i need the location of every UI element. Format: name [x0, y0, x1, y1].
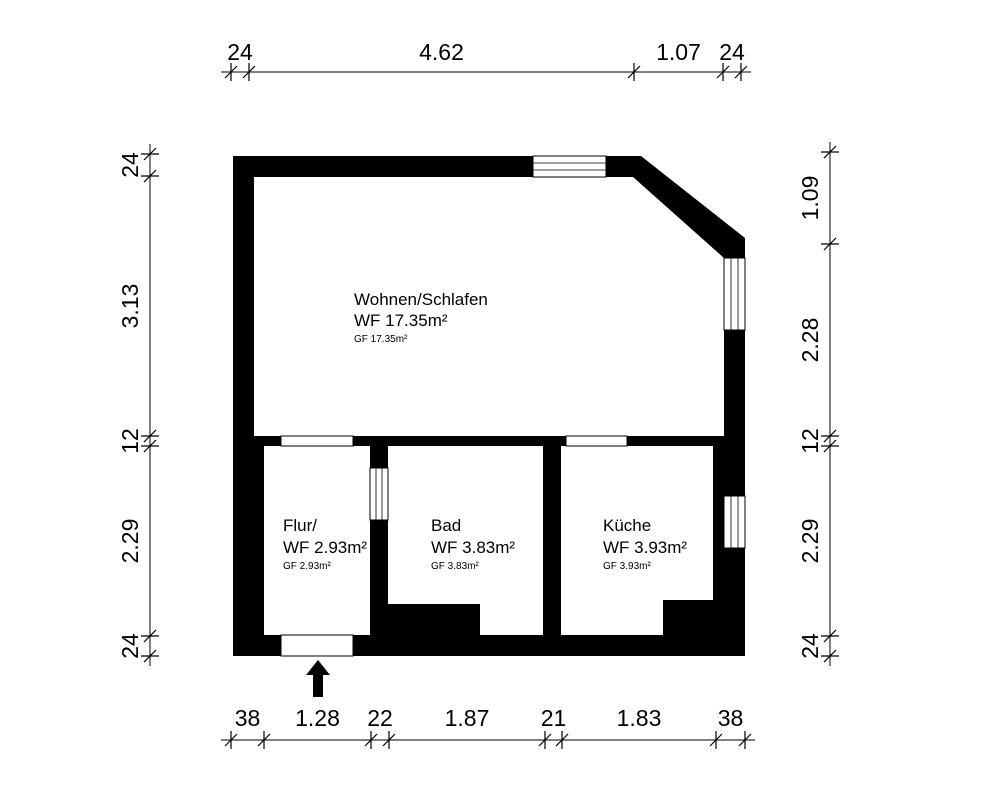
kueche-counter: [663, 600, 723, 636]
windows: [280, 155, 746, 657]
dim-bottom-label-3: 1.87: [445, 705, 490, 731]
dim-right-label-2: 12: [797, 428, 823, 454]
dim-left-label-1: 3.13: [117, 284, 143, 329]
room-bad-name: Bad: [431, 516, 461, 535]
dim-right-label-0: 1.09: [797, 176, 823, 221]
dim-left-label-3: 2.29: [117, 519, 143, 564]
dim-left-label-2: 12: [117, 428, 143, 454]
room-flur: Flur/ WF 2.93m² GF 2.93m²: [283, 516, 367, 572]
dim-right-label-3: 2.29: [797, 519, 823, 564]
room-wohnen-name: Wohnen/Schlafen: [354, 290, 488, 309]
dim-bottom-label-5: 1.83: [617, 705, 662, 731]
room-bad-wf: WF 3.83m²: [431, 538, 515, 557]
room-wohnen-gf: GF 17.35m²: [354, 334, 408, 345]
room-wohnen-wf: WF 17.35m²: [354, 311, 448, 330]
wall-left-lower: [233, 446, 264, 656]
window-right-lower: [723, 495, 746, 549]
wall-partition-bad-kueche: [543, 446, 561, 636]
dim-bottom-label-6: 38: [718, 705, 744, 731]
dim-left-label-0: 24: [117, 152, 143, 178]
window-flur: [369, 467, 389, 521]
window-right-upper: [723, 257, 746, 331]
door-wohnen-kueche: [565, 435, 628, 447]
dim-right-label-1: 2.28: [797, 318, 823, 363]
dimension-lines: 24 4.62 1.07 24 38 1.28 22 1.87 21 1.83 38 24 3.13 12…: [117, 39, 839, 749]
room-flur-wf: WF 2.93m²: [283, 538, 367, 557]
room-kueche: Küche WF 3.93m² GF 3.93m²: [603, 516, 687, 572]
room-wohnen: Wohnen/Schlafen WF 17.35m² GF 17.35m²: [354, 290, 488, 345]
room-kueche-name: Küche: [603, 516, 651, 535]
dim-left-label-4: 24: [117, 633, 143, 659]
room-bad-gf: GF 3.83m²: [431, 561, 479, 572]
room-flur-gf: GF 2.93m²: [283, 561, 331, 572]
dim-top-label-3: 24: [719, 39, 745, 65]
dim-right-label-4: 24: [797, 633, 823, 659]
entrance-arrow-icon: [306, 660, 330, 697]
dim-top-label-1: 4.62: [419, 39, 464, 65]
walls: [233, 156, 745, 656]
door-wohnen-flur: [280, 435, 354, 447]
bad-fixture: [388, 604, 480, 636]
dim-bottom-label-2: 22: [367, 705, 393, 731]
dim-top-label-0: 24: [227, 39, 253, 65]
room-flur-name: Flur/: [283, 516, 317, 535]
window-top: [532, 155, 607, 178]
room-bad: Bad WF 3.83m² GF 3.83m²: [431, 516, 515, 572]
room-kueche-wf: WF 3.93m²: [603, 538, 687, 557]
dim-top-label-2: 1.07: [656, 39, 701, 65]
dim-bottom-label-4: 21: [541, 705, 567, 731]
wall-diagonal: [633, 156, 745, 258]
door-entrance: [280, 634, 354, 657]
wall-bottom: [233, 635, 745, 656]
room-kueche-gf: GF 3.93m²: [603, 561, 651, 572]
wall-middle: [233, 436, 745, 446]
dim-bottom-label-1: 1.28: [295, 705, 340, 731]
dim-bottom-label-0: 38: [235, 705, 261, 731]
